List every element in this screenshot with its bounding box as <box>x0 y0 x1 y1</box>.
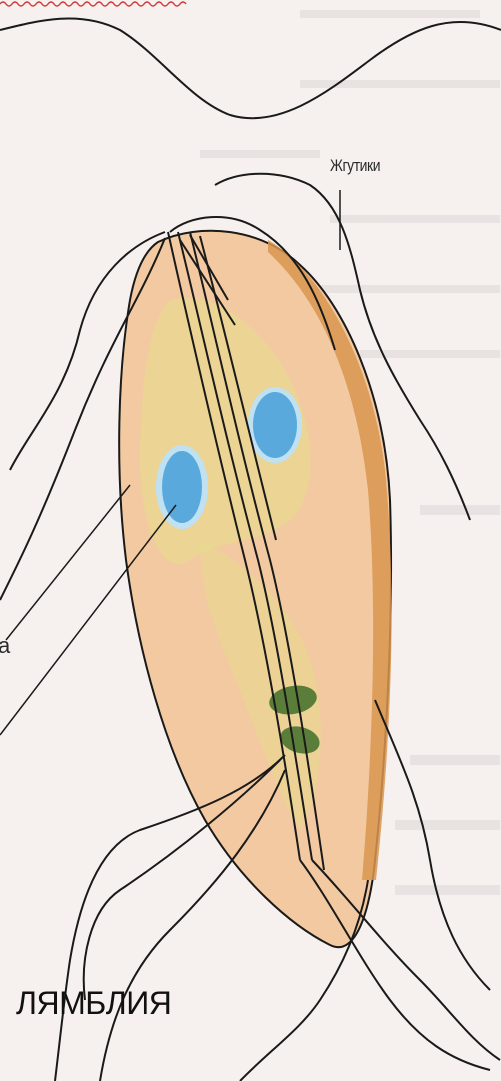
label-partial-a: a <box>0 633 10 659</box>
leader-disc <box>6 485 130 640</box>
spellcheck-underline <box>0 0 190 8</box>
label-flagella: Жгутики <box>330 156 380 176</box>
nucleus-right <box>248 387 302 463</box>
flagellum-posterior-3 <box>375 700 490 990</box>
nucleus-left <box>156 445 208 529</box>
flagellum-top <box>0 18 501 118</box>
caption-title: ЛЯМБЛИЯ <box>16 985 171 1022</box>
